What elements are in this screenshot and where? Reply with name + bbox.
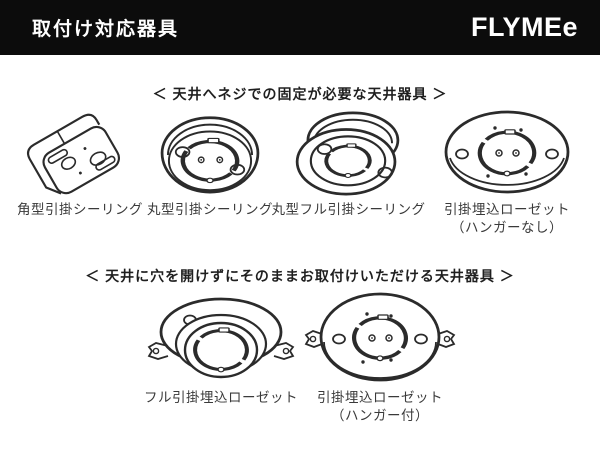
flymee-logo: FLYMEe [470, 12, 578, 42]
fixture-item-round-full-hook-ceiling: 丸型フル引掛シーリング [272, 108, 425, 219]
fixture-item-square-hook-ceiling: 角型引掛シーリング [5, 108, 155, 219]
round-full-hook-ceiling-illustration [295, 111, 400, 196]
recessed-rosette-no-hanger-illustration [444, 110, 570, 194]
fixture-label: 角型引掛シーリング [17, 202, 143, 217]
recessed-rosette-with-hanger-illustration [304, 292, 456, 382]
fixture-label: 引掛埋込ローゼット [444, 202, 570, 217]
fixture-label: 丸型フル引掛シーリング [271, 202, 426, 217]
fixture-label: 丸型引掛シーリング [147, 202, 273, 217]
fixture-item-recessed-rosette-no-hanger: 引掛埋込ローゼット （ハンガーなし） [424, 108, 590, 237]
section2-heading: ＜ 天井に穴を開けずにそのままお取付けいただける天井器具 ＞ [85, 268, 515, 284]
fixture-sublabel: （ハンガー付） [331, 407, 429, 423]
section1-heading: ＜ 天井へネジでの固定が必要な天井器具 ＞ [152, 86, 448, 102]
square-hook-ceiling-illustration [26, 113, 121, 195]
fixture-item-round-hook-ceiling: 丸型引掛シーリング [140, 108, 280, 219]
full-hook-recessed-rosette-illustration [147, 297, 295, 379]
fixture-item-full-hook-recessed-rosette: フル引掛埋込ローゼット [136, 290, 306, 407]
page-title: 取付け対応器具 [32, 19, 180, 40]
fixture-sublabel: （ハンガーなし） [451, 219, 563, 235]
fixture-item-recessed-rosette-with-hanger: 引掛埋込ローゼット （ハンガー付） [300, 290, 460, 425]
header-bar: 取付け対応器具 FLYMEe [0, 0, 600, 55]
fixture-label: 引掛埋込ローゼット [317, 390, 443, 405]
round-hook-ceiling-illustration [160, 116, 260, 194]
fixture-label: フル引掛埋込ローゼット [144, 390, 298, 405]
